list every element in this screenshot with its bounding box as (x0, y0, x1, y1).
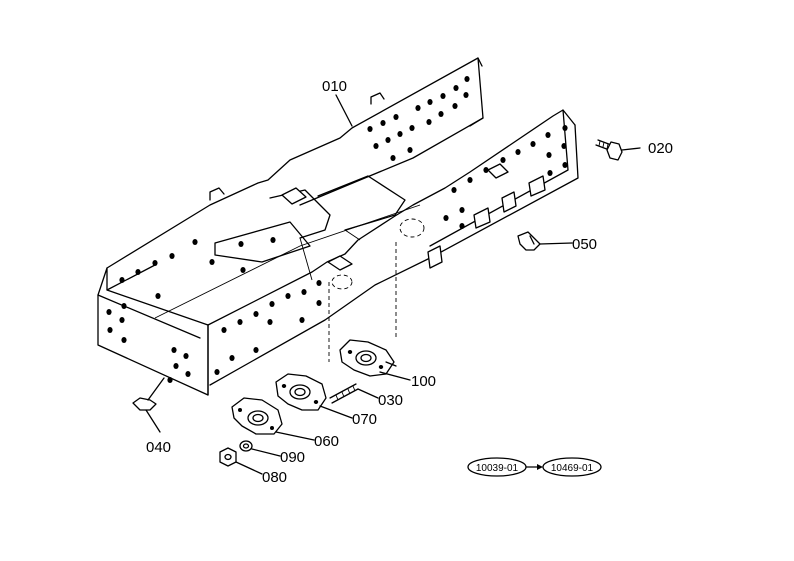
end-plate-holes (106, 303, 191, 383)
part-030-stud (329, 383, 379, 404)
square-block-2 (501, 191, 517, 213)
hidden-boss-1 (331, 274, 353, 290)
part-020-bolt (595, 139, 641, 161)
hidden-boss-2 (399, 218, 425, 238)
front-rail-outline (209, 124, 579, 386)
reference-to: 10469-01 (551, 463, 594, 474)
back-rail-lower-edge (469, 117, 484, 127)
callout-010: 010 (322, 78, 347, 95)
front-tab-2 (487, 163, 509, 179)
crossmember-5 (344, 229, 361, 241)
end-plate-side (106, 264, 156, 291)
front-rail-thickness (429, 109, 569, 247)
callout-020: 020 (648, 140, 673, 157)
part-070-plate (275, 373, 353, 419)
crossmember-1 (214, 221, 311, 263)
square-block-3 (528, 175, 546, 197)
reference-arrow-head (537, 464, 543, 470)
front-rail-top-edge (207, 109, 576, 326)
square-block-1 (473, 207, 491, 229)
reference-from: 10039-01 (476, 463, 519, 474)
reference-oval-to (542, 457, 602, 477)
part-100-plate (339, 339, 411, 381)
callout-070: 070 (352, 411, 377, 428)
callout-080: 080 (262, 469, 287, 486)
back-rail-holes (367, 76, 470, 161)
back-rail-outline (299, 57, 484, 206)
inner-floor (154, 204, 421, 319)
callout-090: 090 (280, 449, 305, 466)
square-block-4 (427, 245, 443, 269)
callout-040: 040 (146, 439, 171, 456)
part-090-washer (239, 440, 281, 457)
end-plate (97, 267, 209, 396)
crossmember-3 (317, 175, 406, 231)
front-rail-holes (214, 125, 568, 375)
back-rail-top-edge (106, 57, 483, 269)
main-frame (97, 57, 579, 396)
top-tab (281, 187, 307, 205)
callout-100: 100 (411, 373, 436, 390)
back-tab-1 (370, 92, 385, 105)
back-tab-2 (209, 187, 225, 201)
end-plate-top (97, 294, 201, 339)
part-040-clip (132, 377, 165, 433)
part-060-plate (231, 397, 315, 441)
callout-050: 050 (572, 236, 597, 253)
leader-010 (335, 94, 353, 127)
part-050-clip (517, 231, 573, 251)
part-080-nut (219, 447, 263, 475)
callout-030: 030 (378, 392, 403, 409)
inner-wall-holes (119, 237, 276, 299)
reference-chain: 10039-01 10469-01 (467, 457, 602, 477)
front-tab-1 (327, 255, 353, 271)
callout-060: 060 (314, 433, 339, 450)
